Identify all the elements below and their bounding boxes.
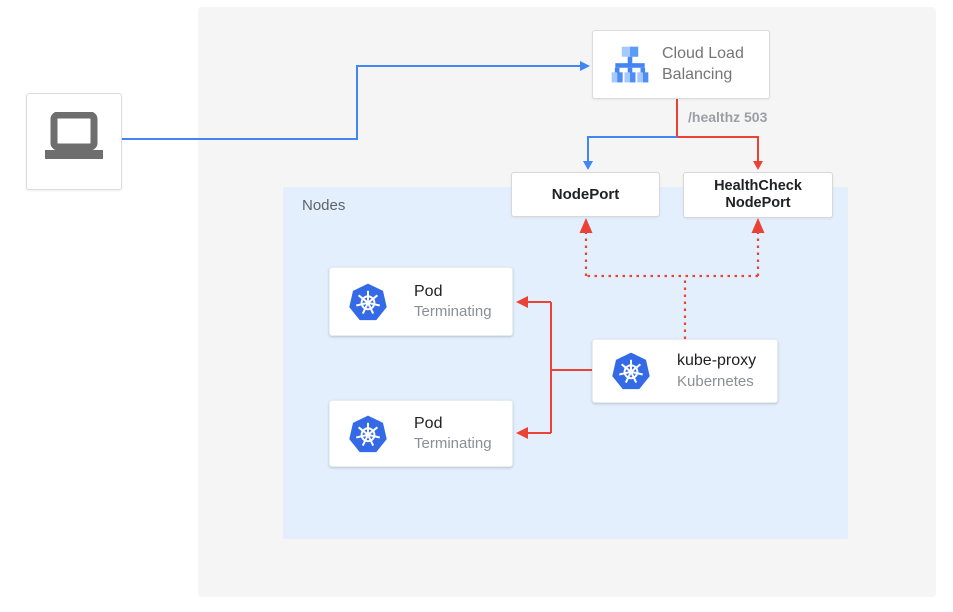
pod-title: Pod — [414, 414, 443, 432]
cloud-load-balancing-node: Cloud Load Balancing — [592, 30, 770, 99]
pod-status: Terminating — [414, 435, 492, 453]
healthcheck-nodeport-node: HealthCheck NodePort — [683, 172, 833, 218]
pod-status: Terminating — [414, 303, 492, 321]
cloud-load-balancing-label: Cloud Load Balancing — [662, 44, 744, 83]
pod-terminating-node-bottom: Pod Terminating — [329, 400, 513, 467]
kube-proxy-title: kube-proxy — [677, 352, 757, 370]
kube-proxy-subtitle: Kubernetes — [677, 372, 754, 390]
nodes-panel-label: Nodes — [302, 197, 346, 214]
nodeport-node: NodePort — [511, 172, 660, 217]
cloud-load-balancing-icon — [608, 45, 649, 85]
healthz-status-label: /healthz 503 — [688, 109, 768, 125]
client-node — [26, 93, 122, 190]
healthcheck-nodeport-label: HealthCheck NodePort — [714, 177, 802, 211]
pod-title: Pod — [414, 282, 443, 300]
laptop-icon — [42, 111, 106, 171]
kubernetes-icon — [348, 282, 388, 322]
nodeport-label: NodePort — [551, 186, 620, 203]
kube-proxy-node: kube-proxy Kubernetes — [592, 339, 778, 403]
kubernetes-icon — [611, 351, 651, 391]
pod-terminating-node-top: Pod Terminating — [329, 267, 513, 336]
kubernetes-icon — [348, 414, 388, 454]
